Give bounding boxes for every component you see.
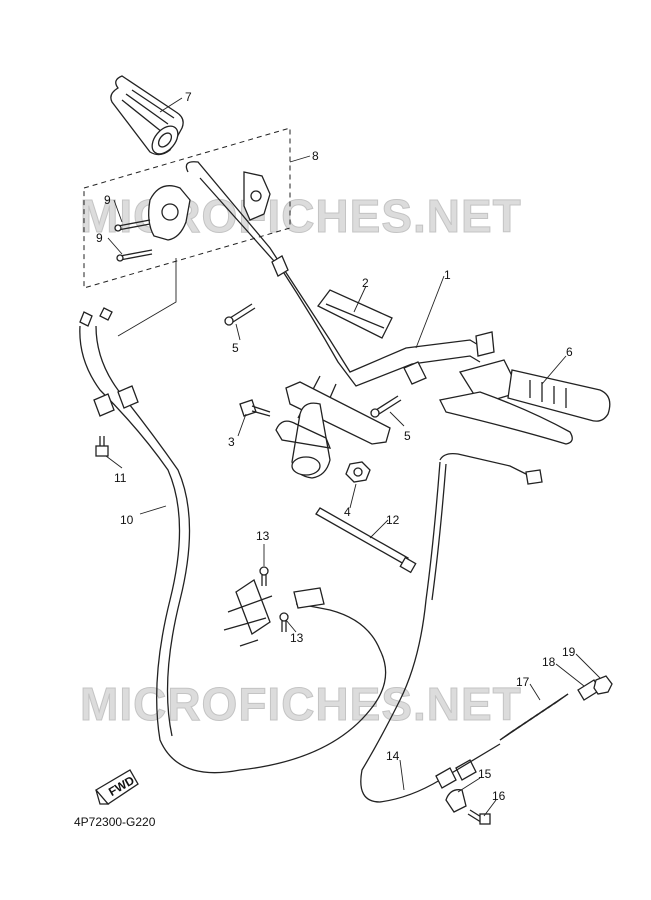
callout-9-lower: 9 <box>96 231 103 245</box>
handlebar-pad <box>317 289 393 339</box>
callout-14: 14 <box>386 749 400 763</box>
spring-17 <box>499 693 569 741</box>
screw-9-upper <box>114 219 151 232</box>
bolt-3 <box>239 399 271 417</box>
callout-13-upper: 13 <box>256 529 270 543</box>
screw-13-lower <box>279 612 289 632</box>
brake-lever-assembly <box>439 331 611 445</box>
callout-5-right: 5 <box>404 429 411 443</box>
screw-11 <box>95 436 109 457</box>
throttle-cable <box>79 307 387 774</box>
brake-cable <box>360 452 543 803</box>
callout-9-upper: 9 <box>104 193 111 207</box>
throttle-grip <box>110 75 184 156</box>
callout-12: 12 <box>386 513 400 527</box>
callout-17: 17 <box>516 675 530 689</box>
handlebar-holder <box>275 381 391 479</box>
cable-junction <box>223 579 325 647</box>
callout-1: 1 <box>444 268 451 282</box>
nut-19 <box>593 675 613 695</box>
watermark-bottom: MICROFICHES.NET <box>80 678 522 730</box>
callout-10: 10 <box>120 513 134 527</box>
callout-13-lower: 13 <box>290 631 304 645</box>
cable-tie <box>315 507 417 574</box>
bar-bracket <box>271 255 427 385</box>
callout-16: 16 <box>492 789 506 803</box>
fwd-arrow: FWD <box>95 769 139 805</box>
watermark-top: MICROFICHES.NET <box>80 190 522 242</box>
callout-2: 2 <box>362 276 369 290</box>
diagram-code: 4P72300-G220 <box>74 815 156 829</box>
callout-18: 18 <box>542 655 556 669</box>
clip-15 <box>445 789 467 813</box>
callout-5-left: 5 <box>232 341 239 355</box>
callout-4: 4 <box>344 505 351 519</box>
screw-13-upper <box>259 566 269 586</box>
throttle-housing-box <box>83 127 291 289</box>
nut-4 <box>345 461 371 483</box>
callout-7: 7 <box>185 90 192 104</box>
screw-5-left <box>224 303 256 326</box>
screw-5-right <box>370 395 402 418</box>
callout-11: 11 <box>114 471 127 485</box>
callout-15: 15 <box>478 767 492 781</box>
callout-8: 8 <box>312 149 319 163</box>
callout-19: 19 <box>562 645 576 659</box>
leader-lines <box>105 97 601 817</box>
callout-3: 3 <box>228 435 235 449</box>
throttle-housing <box>148 171 271 241</box>
screw-9-lower <box>116 249 153 262</box>
callout-6: 6 <box>566 345 573 359</box>
